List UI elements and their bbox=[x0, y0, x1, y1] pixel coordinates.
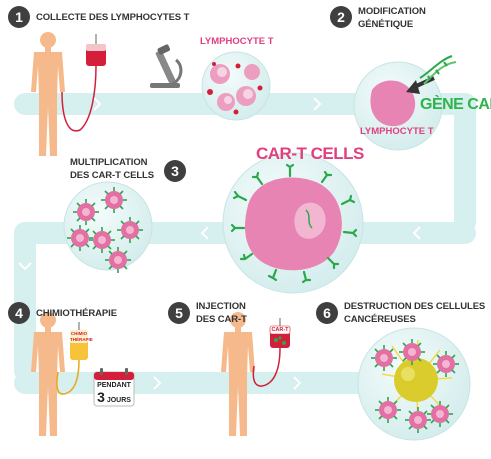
step-6-badge: 6 bbox=[316, 302, 338, 324]
step-2-caption-line: MODIFICATION bbox=[358, 6, 426, 17]
chemo-bag-label-line: THÉRAPIE bbox=[70, 337, 93, 342]
lymphocyte-t-label-2: LYMPHOCYTE T bbox=[360, 126, 434, 137]
lymphocyte-t-label-1: LYMPHOCYTE T bbox=[200, 36, 274, 47]
step-6-caption-line: CANCÉREUSES bbox=[344, 314, 416, 325]
chemo-bag-label: CHIMIO THÉRAPIE bbox=[70, 331, 93, 343]
calendar-days-unit: JOURS bbox=[106, 397, 131, 404]
step-2-caption-line: GÉNÉTIQUE bbox=[358, 19, 414, 30]
dna-helix-icon bbox=[419, 55, 457, 85]
multiplication-bubble bbox=[63, 181, 153, 274]
step-1-caption-line: COLLECTE DES LYMPHOCYTES T bbox=[36, 12, 190, 23]
car-t-bag-label: CAR-T bbox=[271, 327, 289, 333]
step-4-badge: 4 bbox=[8, 302, 30, 324]
step-2-badge: 2 bbox=[330, 6, 352, 28]
chemo-bag bbox=[56, 322, 88, 395]
calendar-days-number: 3 bbox=[97, 389, 105, 405]
destruction-bubble bbox=[357, 327, 471, 441]
step-5-caption-line: INJECTION bbox=[196, 301, 246, 312]
gene-modification-bubble bbox=[353, 61, 443, 151]
step-5-caption: INJECTION DES CAR-T bbox=[196, 300, 247, 326]
step-1-badge: 1 bbox=[8, 6, 30, 28]
calendar-text-line: 3 JOURS bbox=[94, 390, 134, 408]
calendar-text-line: PENDANT bbox=[97, 382, 131, 389]
calendar-text: PENDANT 3 JOURS bbox=[94, 382, 134, 408]
calendar-icon bbox=[93, 368, 135, 407]
step-3-caption-line: MULTIPLICATION bbox=[70, 157, 148, 168]
step-3-badge: 3 bbox=[164, 160, 186, 182]
car-t-cell-large bbox=[222, 152, 364, 294]
chemo-bag-label-line: CHIMIO bbox=[70, 331, 88, 336]
step-6-caption: DESTRUCTION DES CELLULES CANCÉREUSES bbox=[344, 300, 485, 326]
step-3-caption: MULTIPLICATION DES CAR-T CELLS bbox=[70, 156, 154, 182]
lymphocytes-bubble bbox=[201, 51, 271, 121]
step-6-caption-line: DESTRUCTION DES CELLULES bbox=[344, 301, 486, 312]
step-5-badge: 5 bbox=[168, 302, 190, 324]
microscope-icon bbox=[150, 44, 183, 88]
step-4-caption: CHIMIOTHÉRAPIE bbox=[36, 307, 117, 320]
step-3-caption-line: DES CAR-T CELLS bbox=[70, 170, 155, 181]
step-4-caption-line: CHIMIOTHÉRAPIE bbox=[36, 308, 117, 319]
gene-car-label: GÈNE CAR bbox=[420, 96, 491, 113]
car-t-bag bbox=[252, 318, 291, 387]
step-1-caption: COLLECTE DES LYMPHOCYTES T bbox=[36, 11, 189, 24]
car-t-cells-title: CAR-T CELLS bbox=[256, 144, 364, 163]
step-2-caption: MODIFICATION GÉNÉTIQUE bbox=[358, 5, 426, 31]
blood-bag bbox=[61, 34, 106, 132]
step-5-caption-line: DES CAR-T bbox=[196, 314, 247, 325]
